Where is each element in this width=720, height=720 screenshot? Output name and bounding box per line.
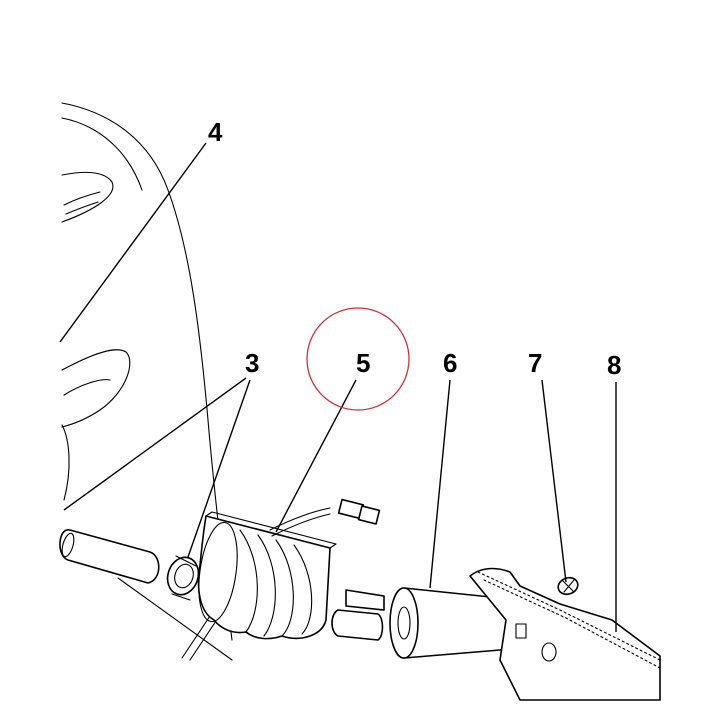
callout-7: 7 [528,348,542,378]
callout-8: 8 [607,350,621,380]
callout-3: 3 [245,348,259,378]
leader-6 [429,379,451,589]
callout-6: 6 [443,348,457,378]
ring-nut [166,555,200,601]
leader-3a [63,377,247,511]
leader-5 [275,379,357,533]
bracket-plate [469,567,661,701]
bellows-boot [197,498,381,640]
callout-4: 4 [208,117,223,147]
leader-4 [59,142,207,343]
clip [557,576,579,596]
sleeve-tube [59,529,233,661]
leader-7 [541,379,567,583]
highlight-circle [306,307,410,411]
leader-3b [187,379,251,558]
switch-cylinder [331,587,516,659]
leader-lines [59,142,617,632]
callout-5: 5 [356,348,370,378]
